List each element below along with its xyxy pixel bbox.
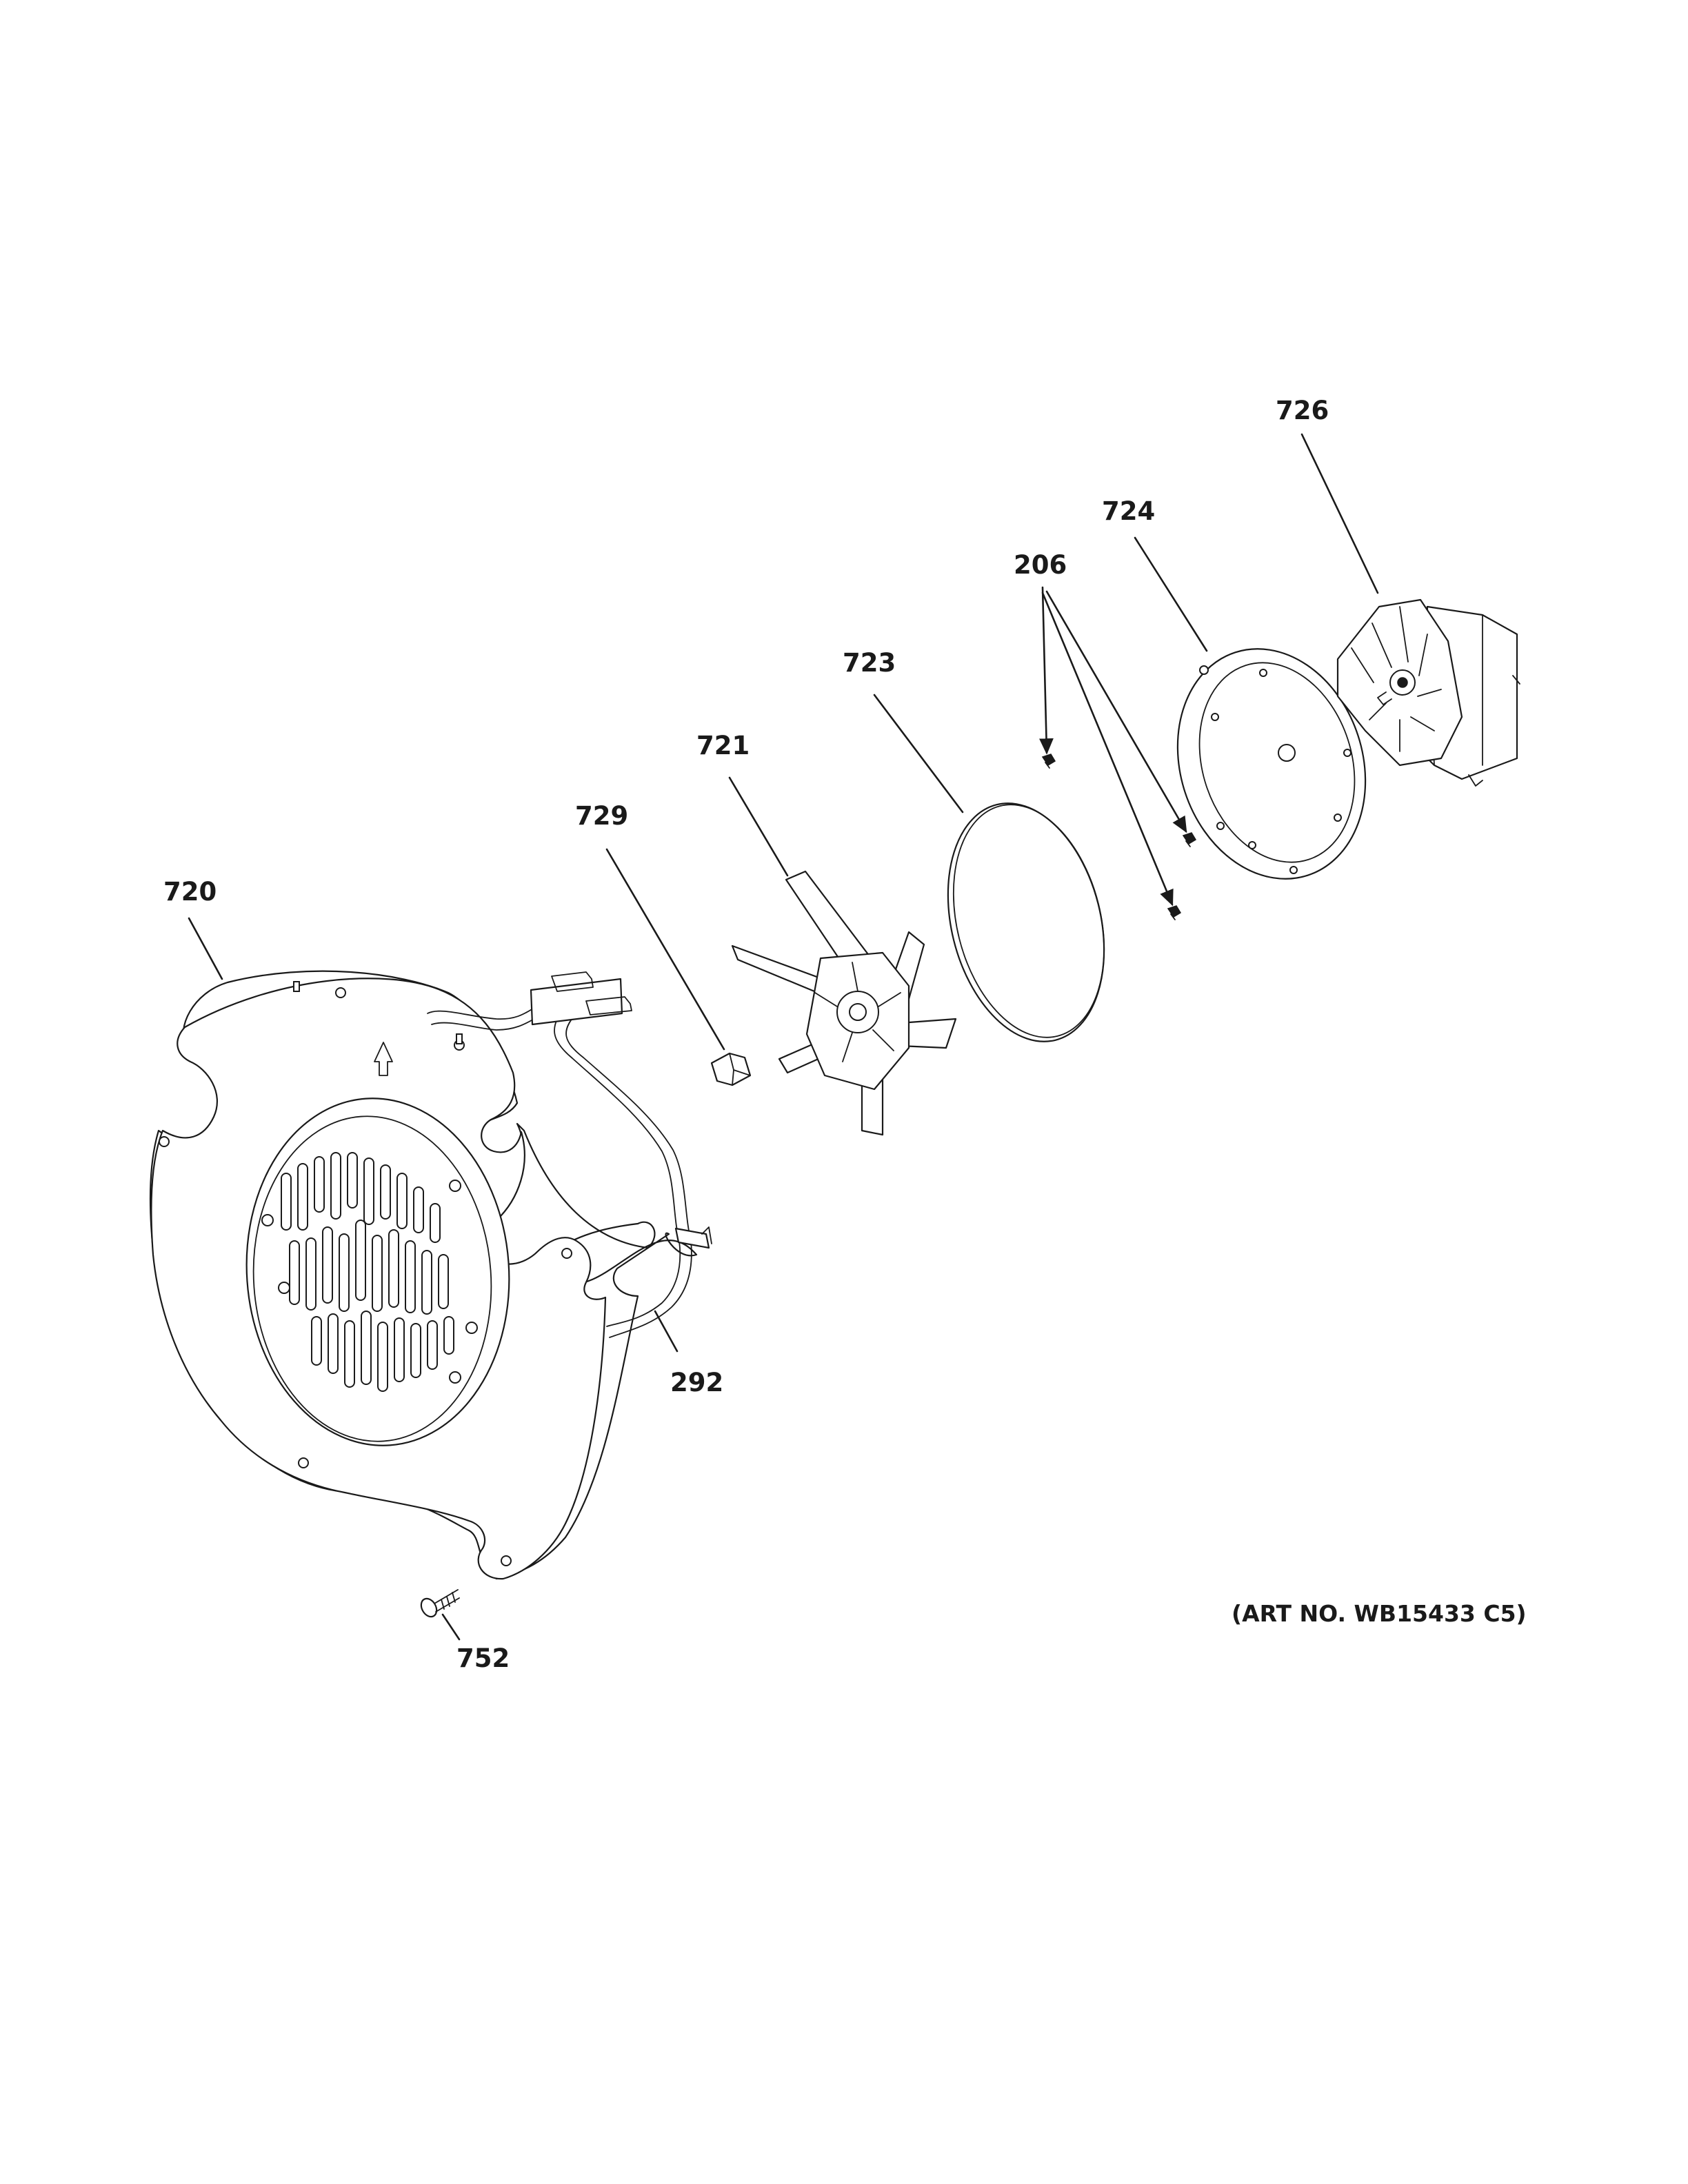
grille-slots xyxy=(261,1152,478,1392)
mount-hole xyxy=(1248,841,1256,849)
motor-mount-plate xyxy=(1176,648,1367,880)
leader-206-b xyxy=(1045,590,1187,833)
motor-shaft xyxy=(1397,677,1408,688)
plate-hole xyxy=(298,1457,309,1468)
screw-icon xyxy=(1182,832,1197,847)
terminal-tab xyxy=(585,996,632,1015)
mount-ring-inner xyxy=(1198,662,1356,863)
heating-element-wire xyxy=(427,971,712,1338)
callout-729: 729 xyxy=(575,801,628,831)
callout-721: 721 xyxy=(696,731,750,760)
wire-lower xyxy=(554,1006,681,1327)
leader-720 xyxy=(188,917,223,980)
leader-729 xyxy=(605,848,725,1051)
plate-slot xyxy=(293,981,300,992)
nut-face xyxy=(729,1053,751,1086)
fan-motor xyxy=(1336,598,1520,787)
leader-723 xyxy=(873,694,964,813)
fan-nut xyxy=(710,1052,752,1086)
callout-labels: 720 729 721 723 206 724 726 292 752 xyxy=(163,396,1329,1673)
mount-hole xyxy=(1259,669,1267,677)
mount-hole xyxy=(1211,713,1219,721)
leader-292 xyxy=(654,1310,679,1353)
callout-752: 752 xyxy=(456,1644,510,1673)
mount-hole xyxy=(1343,749,1352,757)
wire-clip-tab xyxy=(701,1226,712,1244)
gasket-disc xyxy=(947,802,1105,1042)
motor-terminal xyxy=(1468,774,1483,787)
fan-blade xyxy=(731,870,957,1136)
mount-hole xyxy=(1216,822,1225,830)
fan-cover-plate-main xyxy=(150,978,607,1580)
leader-721 xyxy=(728,776,789,877)
callout-206: 206 xyxy=(1014,550,1067,580)
gasket-edge xyxy=(952,804,1105,1038)
screws xyxy=(1041,754,1197,920)
leader-752 xyxy=(441,1613,461,1641)
grille-inner-rim xyxy=(252,1115,492,1442)
mount-hole xyxy=(1289,866,1298,874)
motor-bracket-fins xyxy=(1351,606,1442,752)
mount-hole xyxy=(1334,813,1342,822)
plate-slot xyxy=(456,1033,463,1044)
mounting-screw xyxy=(420,1589,460,1618)
leader-206-c xyxy=(1041,592,1174,907)
screw-icon xyxy=(1167,905,1182,920)
motor-terminal xyxy=(1512,675,1520,685)
plate-hole xyxy=(561,1248,572,1259)
motor-shaft-end xyxy=(1377,691,1392,705)
plate-hole xyxy=(335,987,346,998)
leader-206-a xyxy=(1039,586,1054,755)
wire-lower-2 xyxy=(565,1013,692,1338)
plate-hole xyxy=(501,1555,512,1566)
mount-center-hole xyxy=(1278,744,1296,762)
plate-hole xyxy=(159,1136,170,1147)
leader-lines xyxy=(188,433,1379,1641)
callout-720: 720 xyxy=(163,877,217,907)
callout-726: 726 xyxy=(1276,396,1329,425)
blade-hub-inner xyxy=(849,1003,867,1021)
callout-292: 292 xyxy=(670,1368,723,1397)
gasket-outer xyxy=(947,802,1105,1042)
wire-clip xyxy=(674,1227,710,1249)
screw-thread xyxy=(434,1589,460,1612)
screw-icon xyxy=(1041,754,1056,769)
art-number: (ART NO. WB15433 C5) xyxy=(1232,1600,1527,1627)
terminal-bracket xyxy=(530,978,623,1026)
mount-hole xyxy=(1199,665,1209,675)
leader-726 xyxy=(1300,433,1379,594)
screw-head xyxy=(420,1597,438,1618)
callout-723: 723 xyxy=(843,648,896,678)
leader-724 xyxy=(1134,536,1208,652)
blade-ribs xyxy=(814,962,901,1062)
terminal-tab xyxy=(551,971,594,992)
up-arrow-icon xyxy=(374,1042,393,1076)
callout-724: 724 xyxy=(1102,496,1155,526)
